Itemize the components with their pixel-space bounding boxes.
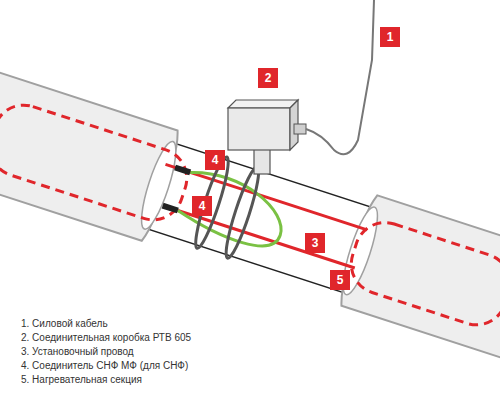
installation-wire [175, 167, 292, 253]
connector [174, 165, 191, 176]
callout-text: 4 [212, 153, 219, 167]
power-cable [306, 0, 374, 154]
insulation [0, 61, 182, 242]
insulation [337, 194, 500, 369]
callout-number: 3 [305, 233, 325, 253]
heating-cable-hidden [0, 97, 195, 227]
legend-list-item: 5. Нагревательная секция [20, 374, 143, 385]
legend-list-item: 2. Соединительная коробка РТВ 605 [20, 332, 192, 343]
callout-text: 3 [312, 236, 319, 250]
legend-list-item: 3. Установочный провод [20, 346, 135, 357]
callout-number: 5 [330, 270, 350, 290]
clamp [221, 165, 264, 261]
legend-list-item: 1. Силовой кабель [20, 318, 109, 329]
callout-text: 1 [387, 30, 394, 44]
callout-text: 4 [199, 199, 206, 213]
callout-number: 1 [380, 27, 400, 47]
callout-number: 4 [192, 196, 212, 216]
heating-cable-hidden [343, 215, 500, 333]
callout-number: 4 [205, 150, 225, 170]
legend-list-item: 4. Соединитель СНФ МФ (для СНФ) [20, 360, 189, 371]
callout-number: 2 [258, 68, 278, 88]
callout-text: 5 [337, 273, 344, 287]
connector [162, 203, 179, 214]
callout-text: 2 [265, 71, 272, 85]
junction-box [228, 100, 306, 174]
